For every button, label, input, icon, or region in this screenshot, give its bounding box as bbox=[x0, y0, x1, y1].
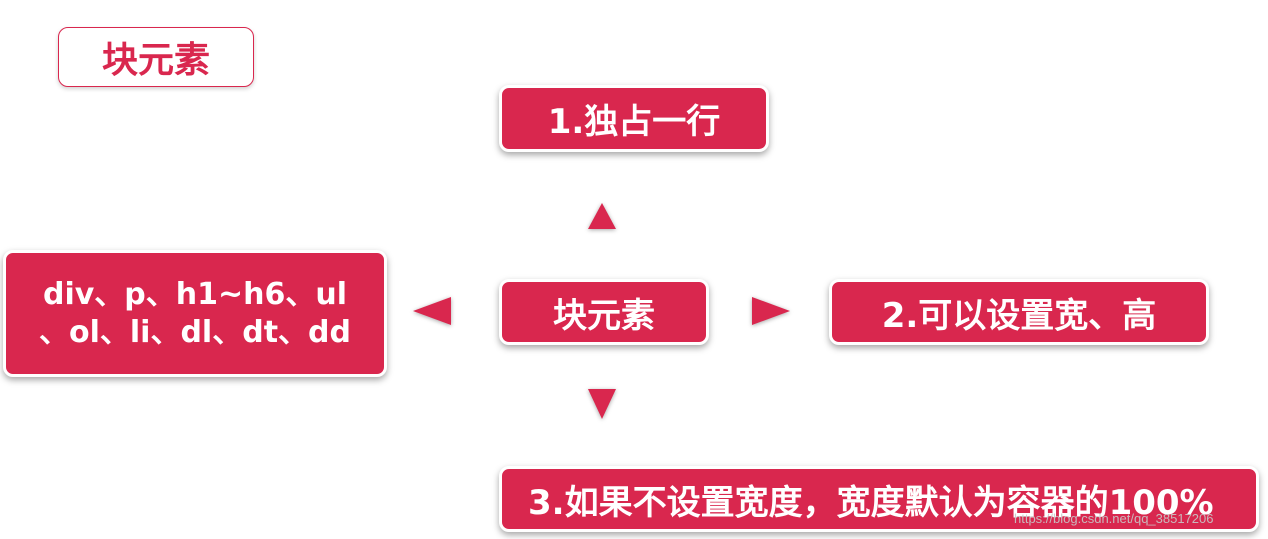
node-block-exclusive-line: 1.独占一行 bbox=[499, 85, 769, 152]
arrow-down-icon bbox=[588, 389, 616, 419]
node-width-height-settable: 2.可以设置宽、高 bbox=[829, 279, 1209, 345]
watermark: https://blog.csdn.net/qq_38517206 bbox=[1014, 511, 1214, 526]
examples-line-2: 、ol、li、dl、dt、dd bbox=[39, 314, 351, 350]
node-block-element-examples: div、p、h1~h6、ul 、ol、li、dl、dt、dd bbox=[3, 250, 387, 377]
arrow-right-icon bbox=[752, 297, 790, 325]
arrow-left-icon bbox=[413, 297, 451, 325]
page-title: 块元素 bbox=[58, 27, 254, 87]
examples-line-1: div、p、h1~h6、ul bbox=[42, 276, 348, 312]
node-default-full-width: 3.如果不设置宽度，宽度默认为容器的100% bbox=[499, 466, 1259, 532]
node-block-element-center: 块元素 bbox=[499, 279, 709, 345]
arrow-up-icon bbox=[588, 203, 616, 229]
